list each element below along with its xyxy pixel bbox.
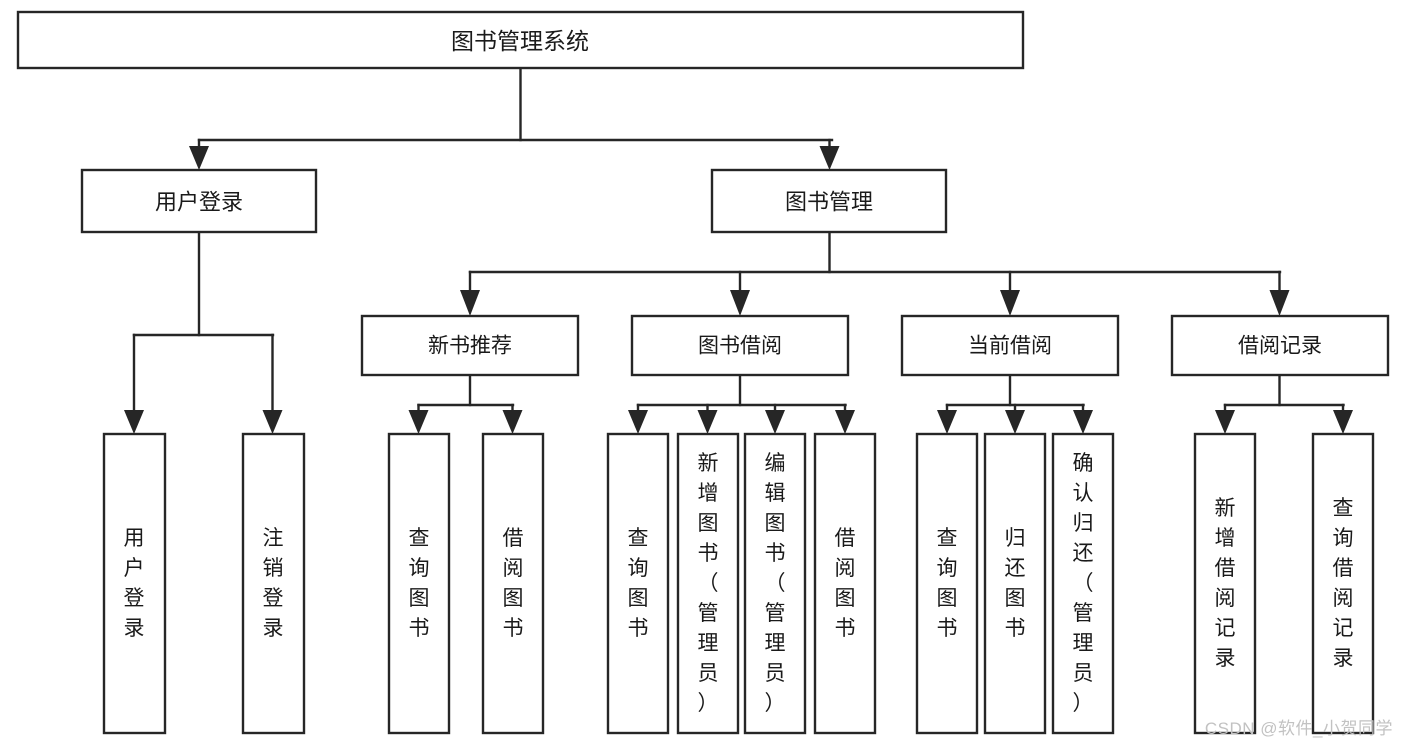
node-leaf-query-book-2-box [606,432,670,735]
node-leaf-user-logout-label: 注销登录 [263,527,284,640]
node-book-borrow[interactable]: 图书借阅 [630,314,850,377]
arrow-leaf-user-logout [262,410,283,434]
node-user-login-box [80,168,318,234]
node-leaf-add-book-label: 新增图书（管理员） [698,452,719,715]
connector-layer [124,66,1353,434]
node-borrow-record-label: 借阅记录 [1238,335,1322,358]
node-new-book-recommend-box [360,314,580,377]
arrow-book-borrow [730,290,750,316]
node-leaf-borrow-book-2-box [813,432,877,735]
node-root-label: 图书管理系统 [451,28,589,54]
node-user-login[interactable]: 用户登录 [80,168,318,234]
node-root[interactable]: 图书管理系统 [16,10,1025,70]
node-leaf-borrow-book-2-label: 借阅图书 [835,527,856,640]
node-leaf-borrow-book-1-label: 借阅图书 [503,527,524,640]
node-leaf-edit-book[interactable]: 编辑图书（管理员） [743,432,807,735]
node-leaf-query-record[interactable]: 查询借阅记录 [1311,432,1375,735]
node-leaf-query-book-3-box [915,432,979,735]
node-leaf-return-book-label: 归还图书 [1005,527,1026,640]
node-leaf-add-book[interactable]: 新增图书（管理员） [676,432,740,735]
node-leaf-add-record[interactable]: 新增借阅记录 [1193,432,1257,735]
arrow-leaf-query-book-3 [937,410,957,434]
node-leaf-user-logout-box [241,432,306,735]
arrow-leaf-edit-book [765,410,785,434]
node-current-borrow[interactable]: 当前借阅 [900,314,1120,377]
node-leaf-edit-book-box [743,432,807,735]
node-book-borrow-label: 图书借阅 [698,335,782,358]
arrow-leaf-add-record [1215,410,1235,434]
arrow-leaf-return-book [1005,410,1025,434]
node-book-manage-box [710,168,948,234]
node-leaf-return-book[interactable]: 归还图书 [983,432,1047,735]
node-root-box [16,10,1025,70]
node-leaf-user-login[interactable]: 用户登录 [102,432,167,735]
node-leaf-user-login-label: 用户登录 [124,527,145,640]
node-leaf-query-book-3[interactable]: 查询图书 [915,432,979,735]
node-new-book-recommend[interactable]: 新书推荐 [360,314,580,377]
node-book-manage[interactable]: 图书管理 [710,168,948,234]
arrow-new-book-recommend [460,290,480,316]
arrow-leaf-query-record [1333,410,1353,434]
node-leaf-confirm-return[interactable]: 确认归还（管理员） [1051,432,1115,735]
node-leaf-borrow-book-1-box [481,432,545,735]
node-leaf-borrow-book-1[interactable]: 借阅图书 [481,432,545,735]
arrow-book-manage [819,146,840,170]
node-leaf-query-record-box [1311,432,1375,735]
node-leaf-return-book-box [983,432,1047,735]
node-leaf-confirm-return-label: 确认归还（管理员） [1073,452,1094,715]
node-leaf-user-login-box [102,432,167,735]
node-leaf-query-book-1[interactable]: 查询图书 [387,432,451,735]
arrow-leaf-user-login [124,410,144,434]
node-leaf-add-record-box [1193,432,1257,735]
node-leaf-add-record-label: 新增借阅记录 [1215,497,1236,670]
node-book-manage-label: 图书管理 [785,190,873,215]
arrow-current-borrow [1000,290,1020,316]
node-borrow-record[interactable]: 借阅记录 [1170,314,1390,377]
node-leaf-add-book-box [676,432,740,735]
arrow-borrow-record [1269,290,1290,316]
node-leaf-edit-book-label: 编辑图书（管理员） [765,452,786,715]
node-leaf-query-book-1-label: 查询图书 [409,527,430,640]
node-borrow-record-box [1170,314,1390,377]
arrow-leaf-borrow-book-1 [502,410,523,434]
node-leaf-query-book-1-box [387,432,451,735]
node-leaf-query-record-label: 查询借阅记录 [1333,497,1354,670]
arrow-leaf-query-book-1 [408,410,429,434]
arrow-leaf-query-book-2 [628,410,648,434]
node-leaf-query-book-2-label: 查询图书 [628,527,649,640]
arrow-user-login [189,146,209,170]
node-leaf-query-book-3-label: 查询图书 [937,527,958,640]
node-current-borrow-label: 当前借阅 [968,335,1052,358]
arrow-leaf-add-book [697,410,718,434]
node-leaf-confirm-return-box [1051,432,1115,735]
node-user-login-label: 用户登录 [155,190,243,215]
arrow-leaf-confirm-return [1073,410,1093,434]
node-current-borrow-box [900,314,1120,377]
node-new-book-recommend-label: 新书推荐 [428,335,512,358]
node-book-borrow-box [630,314,850,377]
node-leaf-query-book-2[interactable]: 查询图书 [606,432,670,735]
arrow-leaf-borrow-book-2 [835,410,855,434]
node-leaf-borrow-book-2[interactable]: 借阅图书 [813,432,877,735]
node-leaf-user-logout[interactable]: 注销登录 [241,432,306,735]
